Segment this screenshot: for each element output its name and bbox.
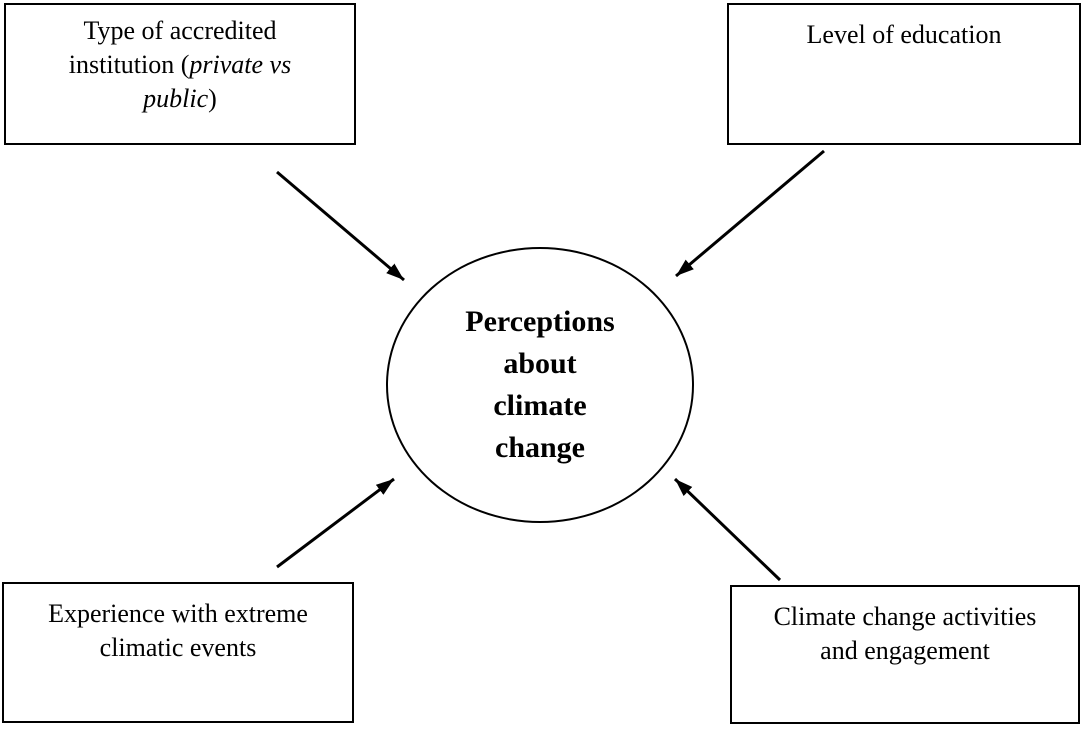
- box-text-line: Level of education: [729, 18, 1079, 52]
- arrow-bottom-right-to-center-icon: [673, 477, 782, 582]
- box-experience-extreme-events: Experience with extreme climatic events: [2, 582, 354, 723]
- box-level-of-education: Level of education: [727, 3, 1081, 145]
- center-text-line: change: [495, 431, 585, 464]
- center-text-line: Perceptions: [465, 305, 615, 338]
- center-text-line: climate: [493, 389, 587, 422]
- center-node-perceptions-about-climate-change: Perceptions about climate change: [386, 247, 694, 523]
- box-text: and engagement: [820, 636, 990, 665]
- box-text-line: Climate change activities: [732, 600, 1078, 634]
- box-text: Level of education: [806, 20, 1002, 49]
- box-text-line: public): [6, 82, 354, 116]
- box-text-line: Experience with extreme: [4, 597, 352, 631]
- arrow-bottom-left-to-center-icon: [276, 477, 395, 569]
- box-text-line: institution (private vs: [6, 48, 354, 82]
- box-climate-change-activities: Climate change activities and engagement: [730, 585, 1080, 724]
- box-text: climatic events: [99, 633, 257, 662]
- box-text-line: Type of accredited: [6, 14, 354, 48]
- box-text-line: climatic events: [4, 631, 352, 665]
- box-text: institution (: [68, 50, 190, 79]
- box-type-of-accredited-institution: Type of accredited institution (private …: [4, 3, 356, 145]
- arrow-top-right-to-center-icon: [675, 149, 825, 278]
- box-text: Type of accredited: [83, 16, 277, 45]
- box-text: Climate change activities: [773, 602, 1037, 631]
- box-text-italic: private vs: [189, 50, 292, 79]
- box-text: ): [208, 84, 217, 113]
- box-text: Experience with extreme: [48, 599, 308, 628]
- center-text-line: about: [503, 347, 577, 380]
- box-text-line: and engagement: [732, 634, 1078, 668]
- arrow-top-left-to-center-icon: [276, 170, 405, 282]
- box-text-italic: public: [143, 84, 209, 113]
